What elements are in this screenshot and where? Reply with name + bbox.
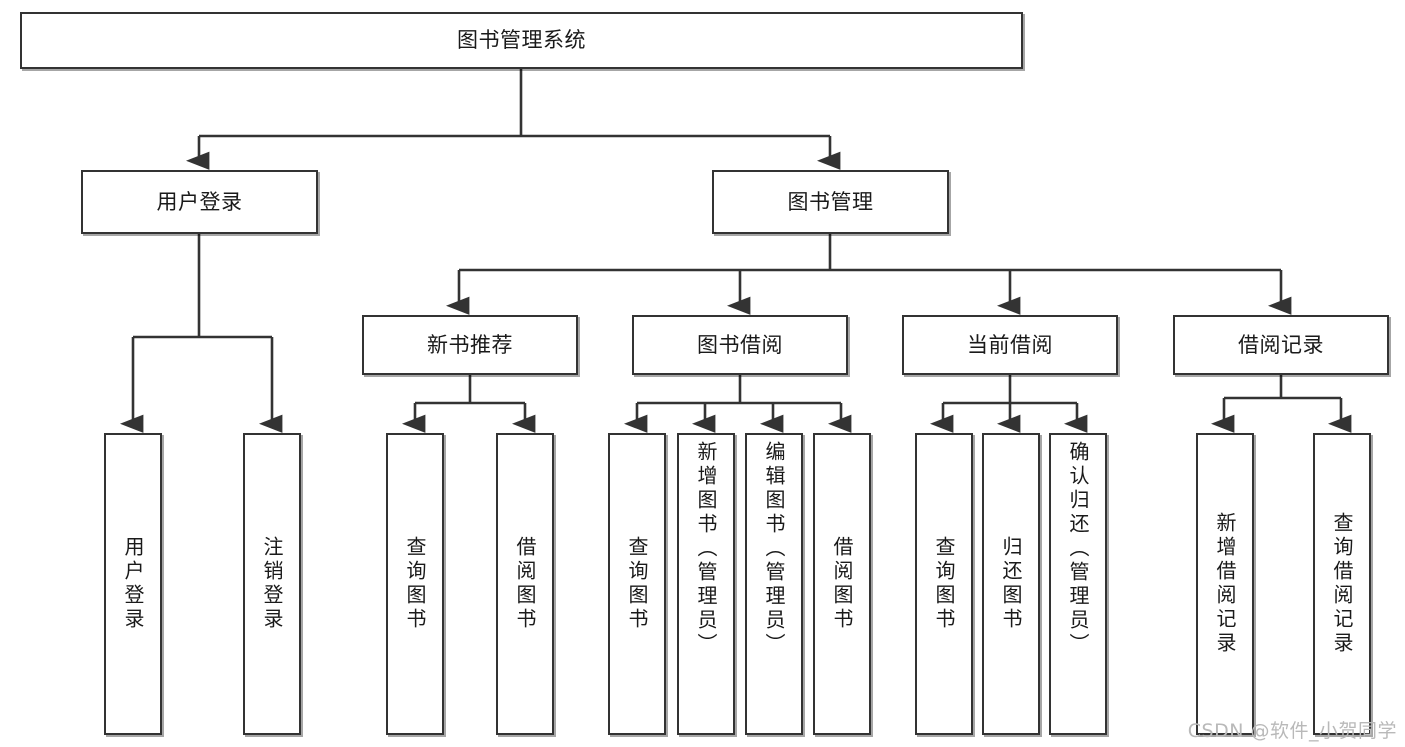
node-leaf-record-query-record[interactable]: 查询借阅记录 [1313, 433, 1371, 735]
node-leaf-label: 借阅图书 [830, 536, 854, 632]
node-leaf-label: 注销登录 [260, 536, 284, 632]
node-book-borrow[interactable]: 图书借阅 [632, 315, 848, 375]
node-leaf-current-query-book[interactable]: 查询图书 [915, 433, 973, 735]
node-leaf-borrow-borrow-book[interactable]: 借阅图书 [813, 433, 871, 735]
node-book-borrow-label: 图书借阅 [697, 332, 783, 357]
node-leaf-borrow-add-book-admin[interactable]: 新增图书（管理员） [677, 433, 735, 735]
node-book-management-label: 图书管理 [787, 189, 874, 214]
node-current-borrow-label: 当前借阅 [967, 332, 1053, 357]
node-leaf-borrow-query-book[interactable]: 查询图书 [608, 433, 666, 735]
node-leaf-current-return-book[interactable]: 归还图书 [982, 433, 1040, 735]
node-leaf-recommend-borrow-book[interactable]: 借阅图书 [496, 433, 554, 735]
node-leaf-label: 借阅图书 [513, 536, 537, 632]
node-leaf-borrow-edit-book-admin[interactable]: 编辑图书（管理员） [745, 433, 803, 735]
node-leaf-label: 查询借阅记录 [1330, 512, 1354, 656]
node-new-book-recommend-label: 新书推荐 [427, 332, 513, 357]
node-root[interactable]: 图书管理系统 [20, 12, 1023, 69]
node-user-login[interactable]: 用户登录 [81, 170, 318, 234]
node-leaf-label: 查询图书 [932, 536, 956, 632]
node-new-book-recommend[interactable]: 新书推荐 [362, 315, 578, 375]
node-leaf-label: 归还图书 [999, 536, 1023, 632]
node-user-login-label: 用户登录 [156, 189, 243, 214]
node-current-borrow[interactable]: 当前借阅 [902, 315, 1118, 375]
node-leaf-label: 确认归还（管理员） [1066, 441, 1090, 657]
node-leaf-user-login-logout[interactable]: 注销登录 [243, 433, 301, 735]
node-leaf-label: 用户登录 [121, 536, 145, 632]
node-borrow-record[interactable]: 借阅记录 [1173, 315, 1389, 375]
node-leaf-label: 新增借阅记录 [1213, 512, 1237, 656]
node-borrow-record-label: 借阅记录 [1238, 332, 1324, 357]
node-leaf-label: 查询图书 [403, 536, 427, 632]
node-leaf-label: 新增图书（管理员） [694, 441, 718, 657]
node-leaf-label: 编辑图书（管理员） [762, 441, 786, 657]
node-leaf-current-confirm-return-admin[interactable]: 确认归还（管理员） [1049, 433, 1107, 735]
node-root-label: 图书管理系统 [457, 28, 586, 53]
node-leaf-recommend-query-book[interactable]: 查询图书 [386, 433, 444, 735]
node-leaf-record-add-record[interactable]: 新增借阅记录 [1196, 433, 1254, 735]
node-book-management[interactable]: 图书管理 [712, 170, 949, 234]
watermark: CSDN @软件_小贺同学 [1187, 720, 1397, 742]
node-leaf-label: 查询图书 [625, 536, 649, 632]
node-leaf-user-login-login[interactable]: 用户登录 [104, 433, 162, 735]
